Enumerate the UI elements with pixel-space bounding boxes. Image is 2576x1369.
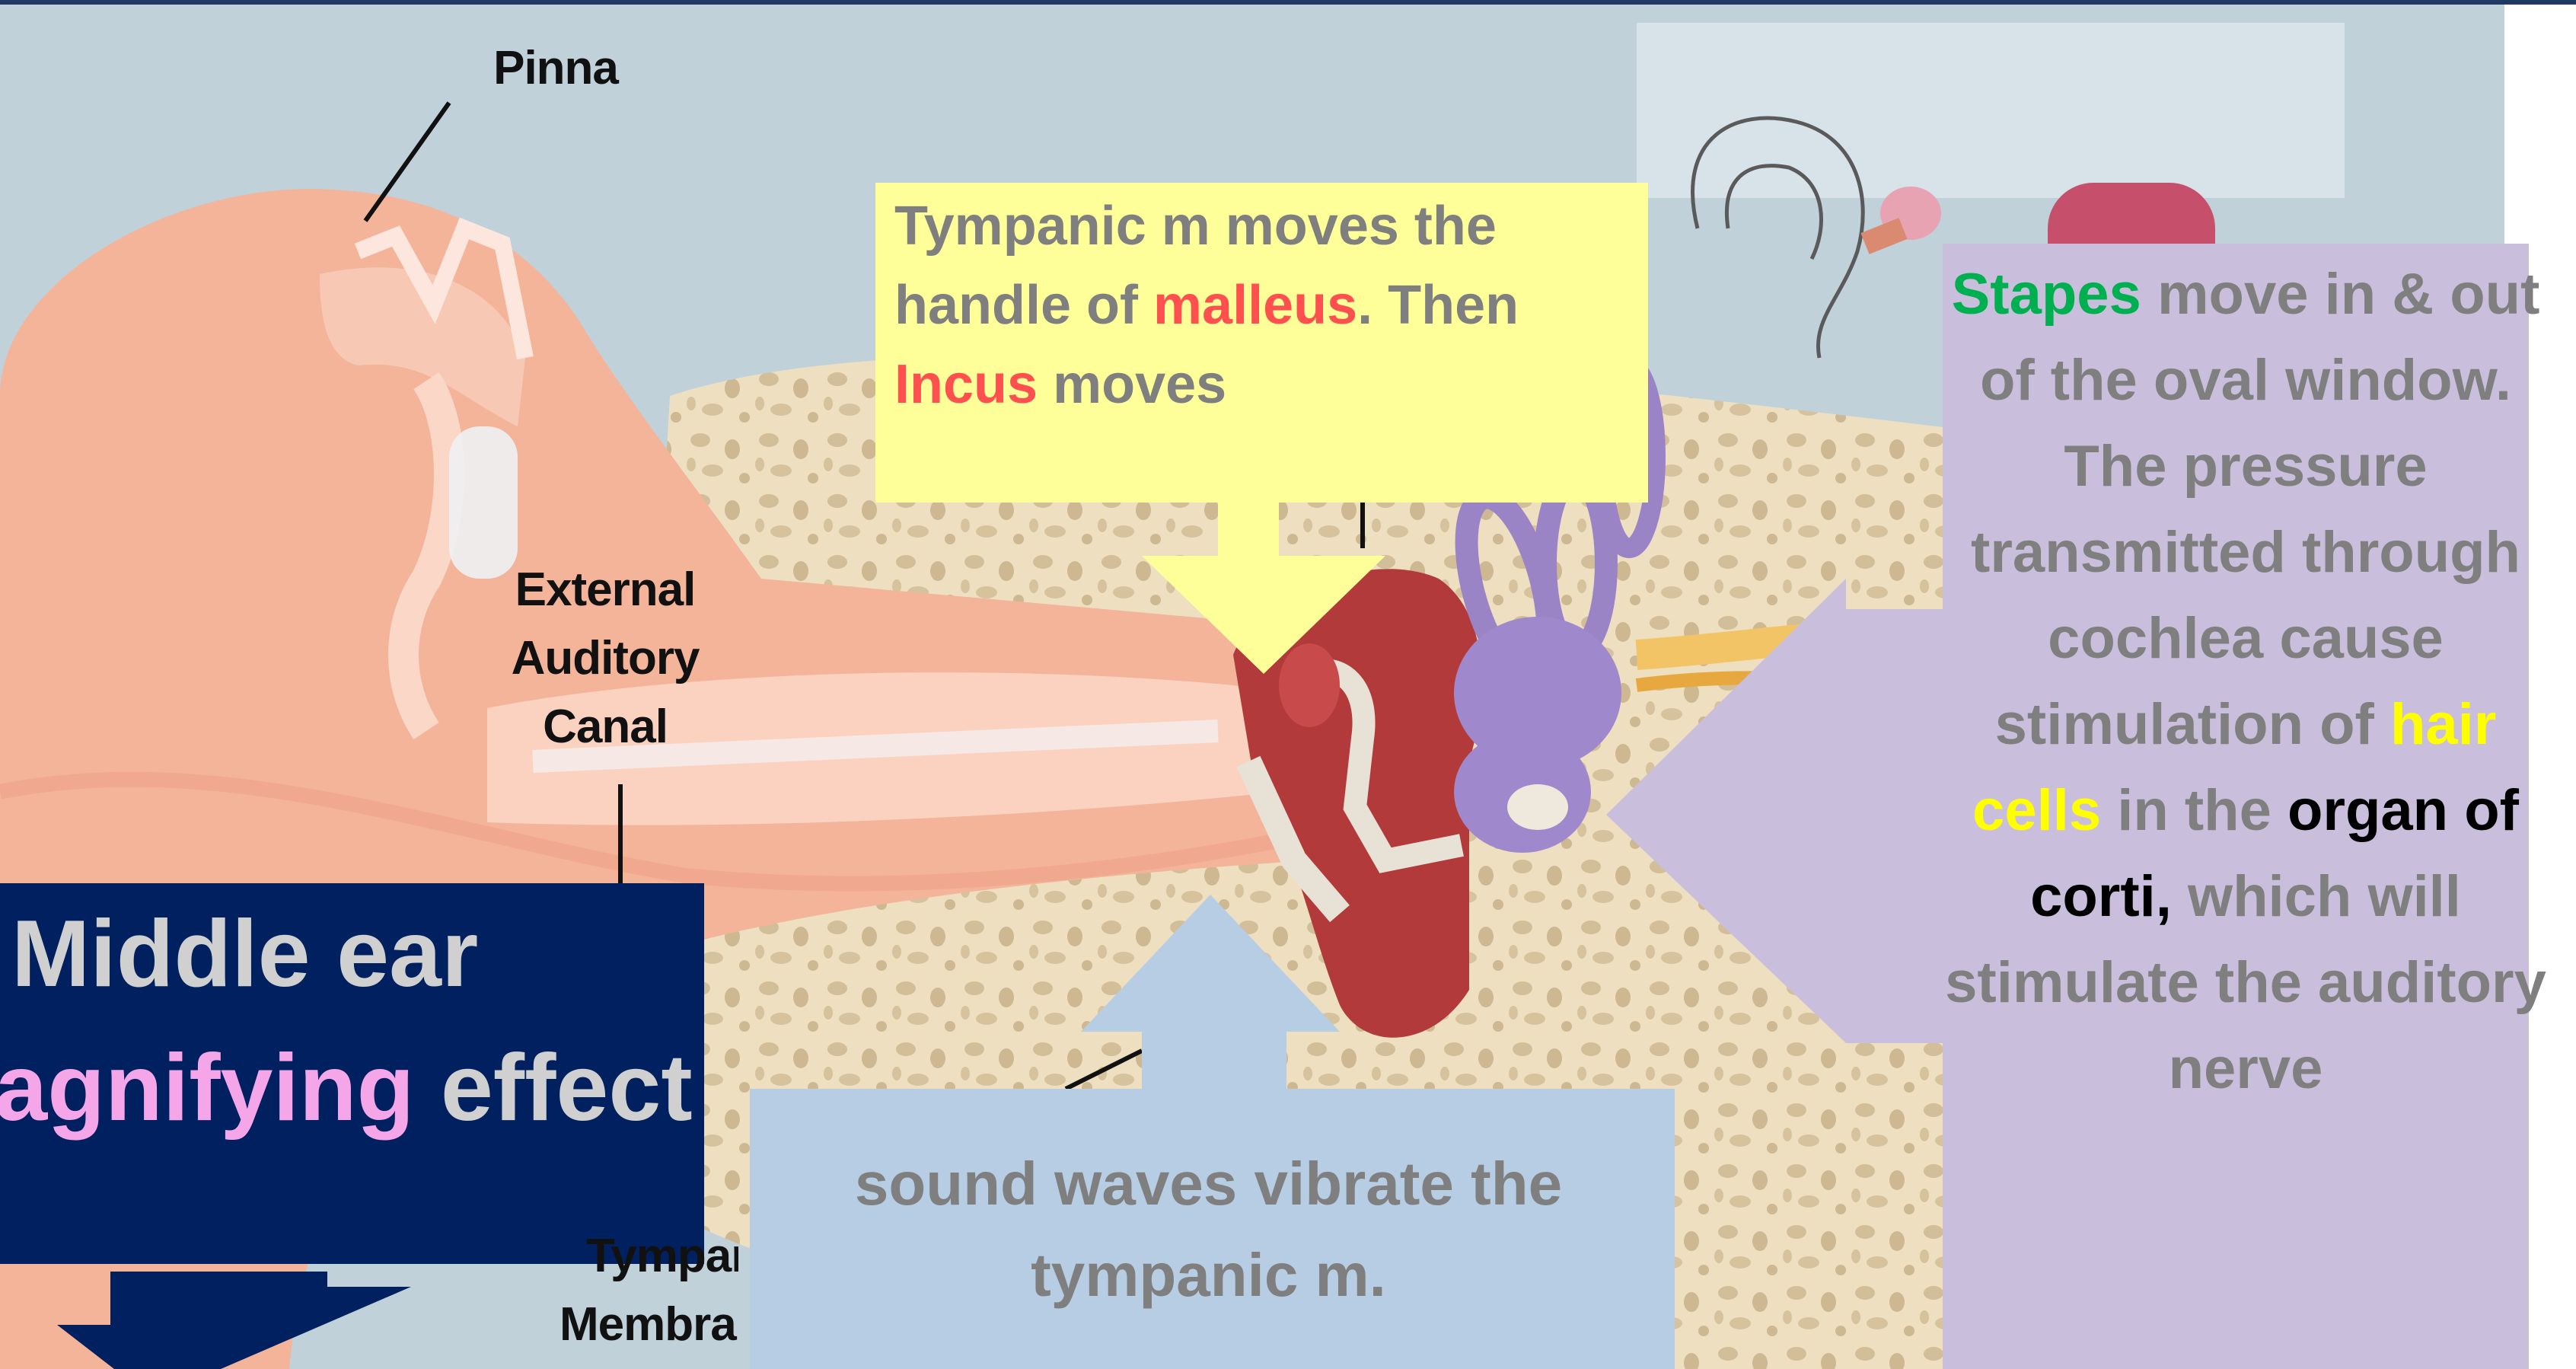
label-pinna: Pinna — [457, 34, 655, 103]
yellow-callout-text: Tympanic m moves the handle of malleus. … — [894, 187, 1640, 424]
blue-callout-text: sound waves vibrate the tympanic m. — [757, 1138, 1659, 1321]
malleus-word: malleus — [1153, 275, 1357, 336]
label-tympanic-membrane: Tympanic Membrane — [548, 1222, 738, 1359]
incus-word: Incus — [894, 354, 1038, 415]
purple-callout-text: Stapes move in & out of the oval window.… — [1945, 251, 2546, 1112]
title-line-2: Magnifying effect — [0, 1021, 704, 1155]
stapes-word: Stapes — [1952, 262, 2141, 327]
top-border — [0, 0, 2576, 5]
title-line-1: Middle ear — [0, 887, 704, 1021]
label-external-auditory-canal: External Auditory Canal — [472, 556, 738, 761]
magnifying-word: Magnifying — [0, 1036, 414, 1141]
title: Middle ear Magnifying effect — [0, 887, 704, 1155]
